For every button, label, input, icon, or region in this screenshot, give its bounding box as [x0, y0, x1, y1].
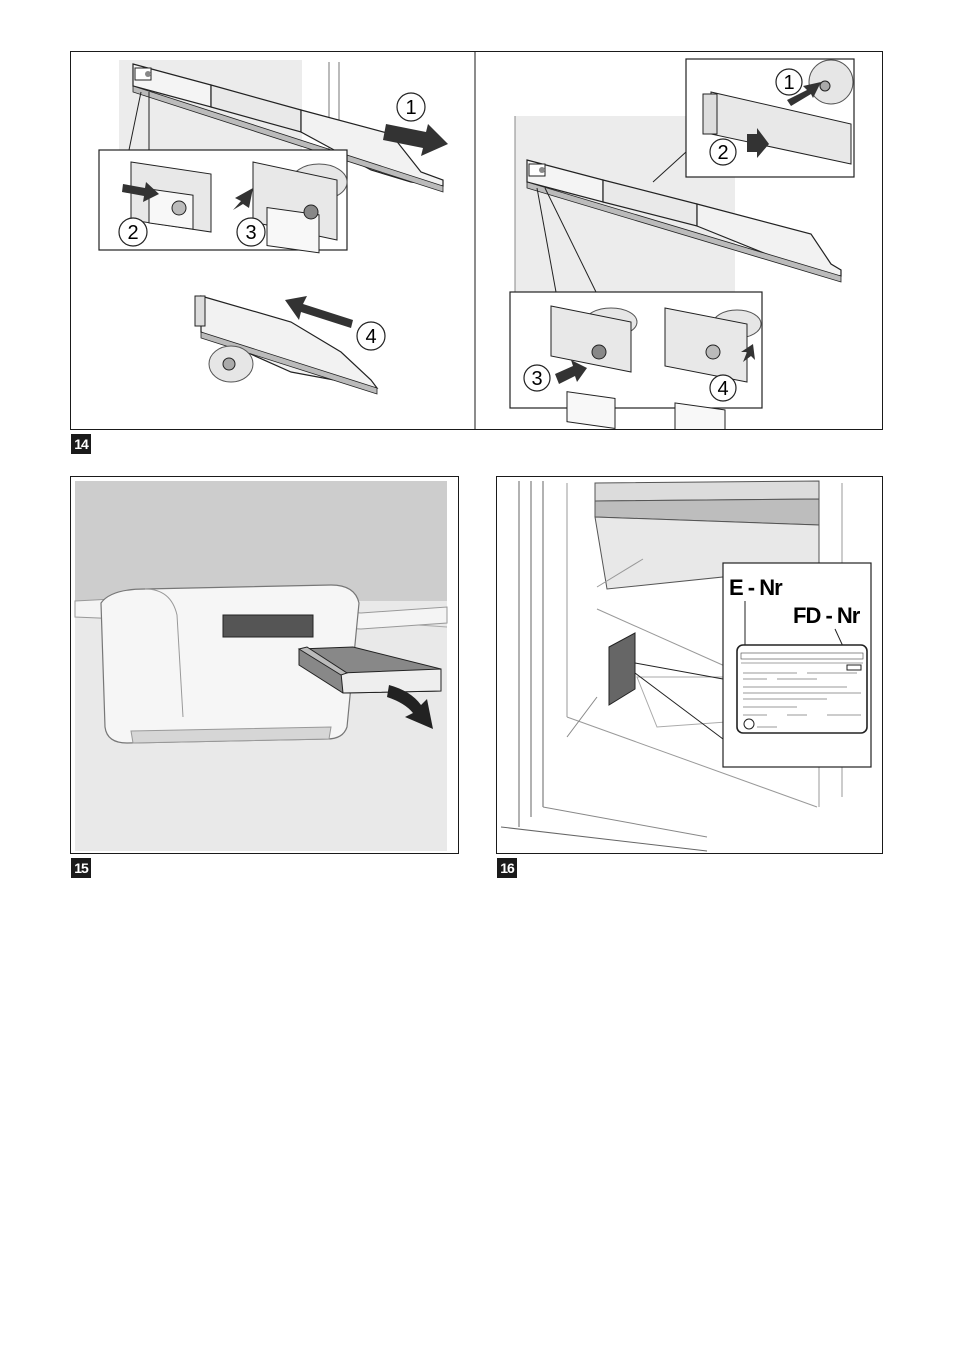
filter-slot	[223, 615, 313, 637]
figure-14-illustration: 1 2 3 4	[71, 52, 883, 430]
step-3-label: 3	[245, 222, 256, 244]
step-1-label-right: 1	[783, 72, 794, 94]
step-4-label-right: 4	[717, 378, 728, 400]
e-nr-label: E - Nr	[729, 575, 783, 600]
figure-number-badge: 15	[71, 858, 91, 878]
rail-piece-loose	[195, 296, 377, 394]
arrow-icon	[285, 296, 353, 328]
figure-16-illustration: E - Nr FD - Nr	[497, 477, 883, 854]
step-2-label: 2	[127, 222, 138, 244]
rating-plate	[609, 633, 635, 705]
figure-16-frame: E - Nr FD - Nr	[496, 476, 883, 854]
step-1-label: 1	[405, 97, 416, 119]
fd-nr-label: FD - Nr	[793, 603, 861, 628]
figure-15-illustration	[71, 477, 459, 854]
ce-mark-icon	[744, 719, 754, 729]
figure-14-frame: 1 2 3 4	[70, 51, 883, 430]
step-2-label-right: 2	[717, 142, 728, 164]
figure-number-badge: 16	[497, 858, 517, 878]
figure-15-frame	[70, 476, 459, 854]
step-3-label-right: 3	[531, 368, 542, 390]
step-4-label: 4	[365, 326, 376, 348]
figure-number-badge: 14	[71, 434, 91, 454]
nameplate	[737, 645, 867, 733]
